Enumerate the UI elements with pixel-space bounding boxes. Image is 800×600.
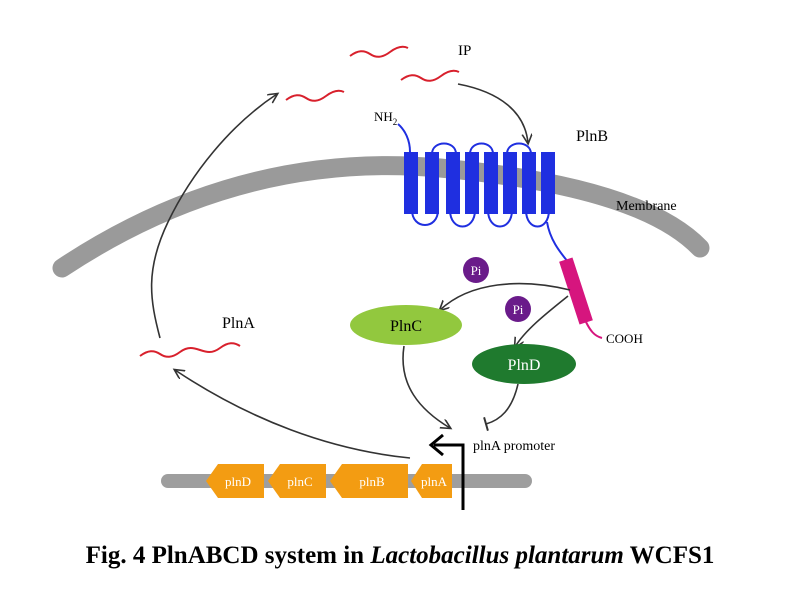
- nh2-label: NH2: [374, 109, 397, 127]
- plna-label: PlnA: [222, 315, 255, 332]
- phosphotransfer-arrow-plnc: [440, 282, 571, 310]
- promoter-arrow: [434, 443, 465, 510]
- ip-label: IP: [458, 43, 471, 59]
- transmembrane-helix: [404, 152, 418, 214]
- gene-cluster: plnD plnC plnB plnA: [206, 464, 452, 498]
- n-terminus-chain: [397, 123, 411, 153]
- induction-peptides: [285, 45, 460, 102]
- plna-peptide: [139, 342, 241, 358]
- activation-arrow: [402, 345, 450, 428]
- gene-arrow-plnb: [330, 464, 408, 498]
- peptide: [349, 45, 409, 58]
- gene-arrow-plnd: [206, 464, 264, 498]
- transmembrane-helix: [446, 152, 460, 214]
- export-arrow: [150, 94, 277, 339]
- gene-label: plnD: [225, 474, 251, 489]
- upregulation-arrow-to-plna: [175, 370, 411, 459]
- gene-arrow-plna: [411, 464, 452, 498]
- phosphate-icon: [505, 296, 531, 322]
- gene-label: plnA: [421, 474, 448, 489]
- transmembrane-helix: [522, 152, 536, 214]
- plnb-label: PlnB: [576, 128, 608, 145]
- pi-label: Pi: [471, 263, 482, 278]
- plnb-chain: [411, 142, 569, 263]
- peptide: [400, 69, 460, 82]
- plnc-regulator: [350, 305, 462, 345]
- c-terminus-chain: [585, 321, 603, 339]
- membrane: [52, 156, 710, 278]
- plnd-label: PlnD: [508, 357, 541, 374]
- phosphotransfer-arrow-plnd: [515, 295, 569, 347]
- caption-prefix: Fig. 4 PlnABCD system in: [85, 542, 371, 569]
- promoter-label: plnA promoter: [473, 439, 555, 454]
- plnc-label: PlnC: [390, 318, 422, 335]
- caption-species: Lactobacillus plantarum: [370, 542, 624, 569]
- plnd-regulator: [472, 344, 576, 384]
- gene-label: plnB: [359, 474, 385, 489]
- caption-suffix: WCFS1: [623, 542, 715, 569]
- transmembrane-helix: [541, 152, 555, 214]
- peptide: [285, 89, 345, 102]
- gene-label: plnC: [287, 474, 312, 489]
- promoter-arrowhead: [428, 433, 444, 457]
- pi-label: Pi: [513, 302, 524, 317]
- plnb-receptor: [404, 142, 569, 263]
- repression-arrow: [483, 383, 519, 432]
- cooh-label: COOH: [606, 331, 643, 346]
- histidine-kinase-domain: [559, 257, 593, 325]
- transmembrane-helix: [465, 152, 479, 214]
- figure-caption: Fig. 4 PlnABCD system in Lactobacillus p…: [0, 542, 800, 570]
- membrane-label: Membrane: [616, 199, 677, 214]
- transmembrane-helix: [484, 152, 498, 214]
- transmembrane-helix: [425, 152, 439, 214]
- transmembrane-helix: [503, 152, 517, 214]
- phosphate-icon: [463, 257, 489, 283]
- ip-binding-arrow: [457, 83, 528, 143]
- gene-arrow-plnc: [268, 464, 326, 498]
